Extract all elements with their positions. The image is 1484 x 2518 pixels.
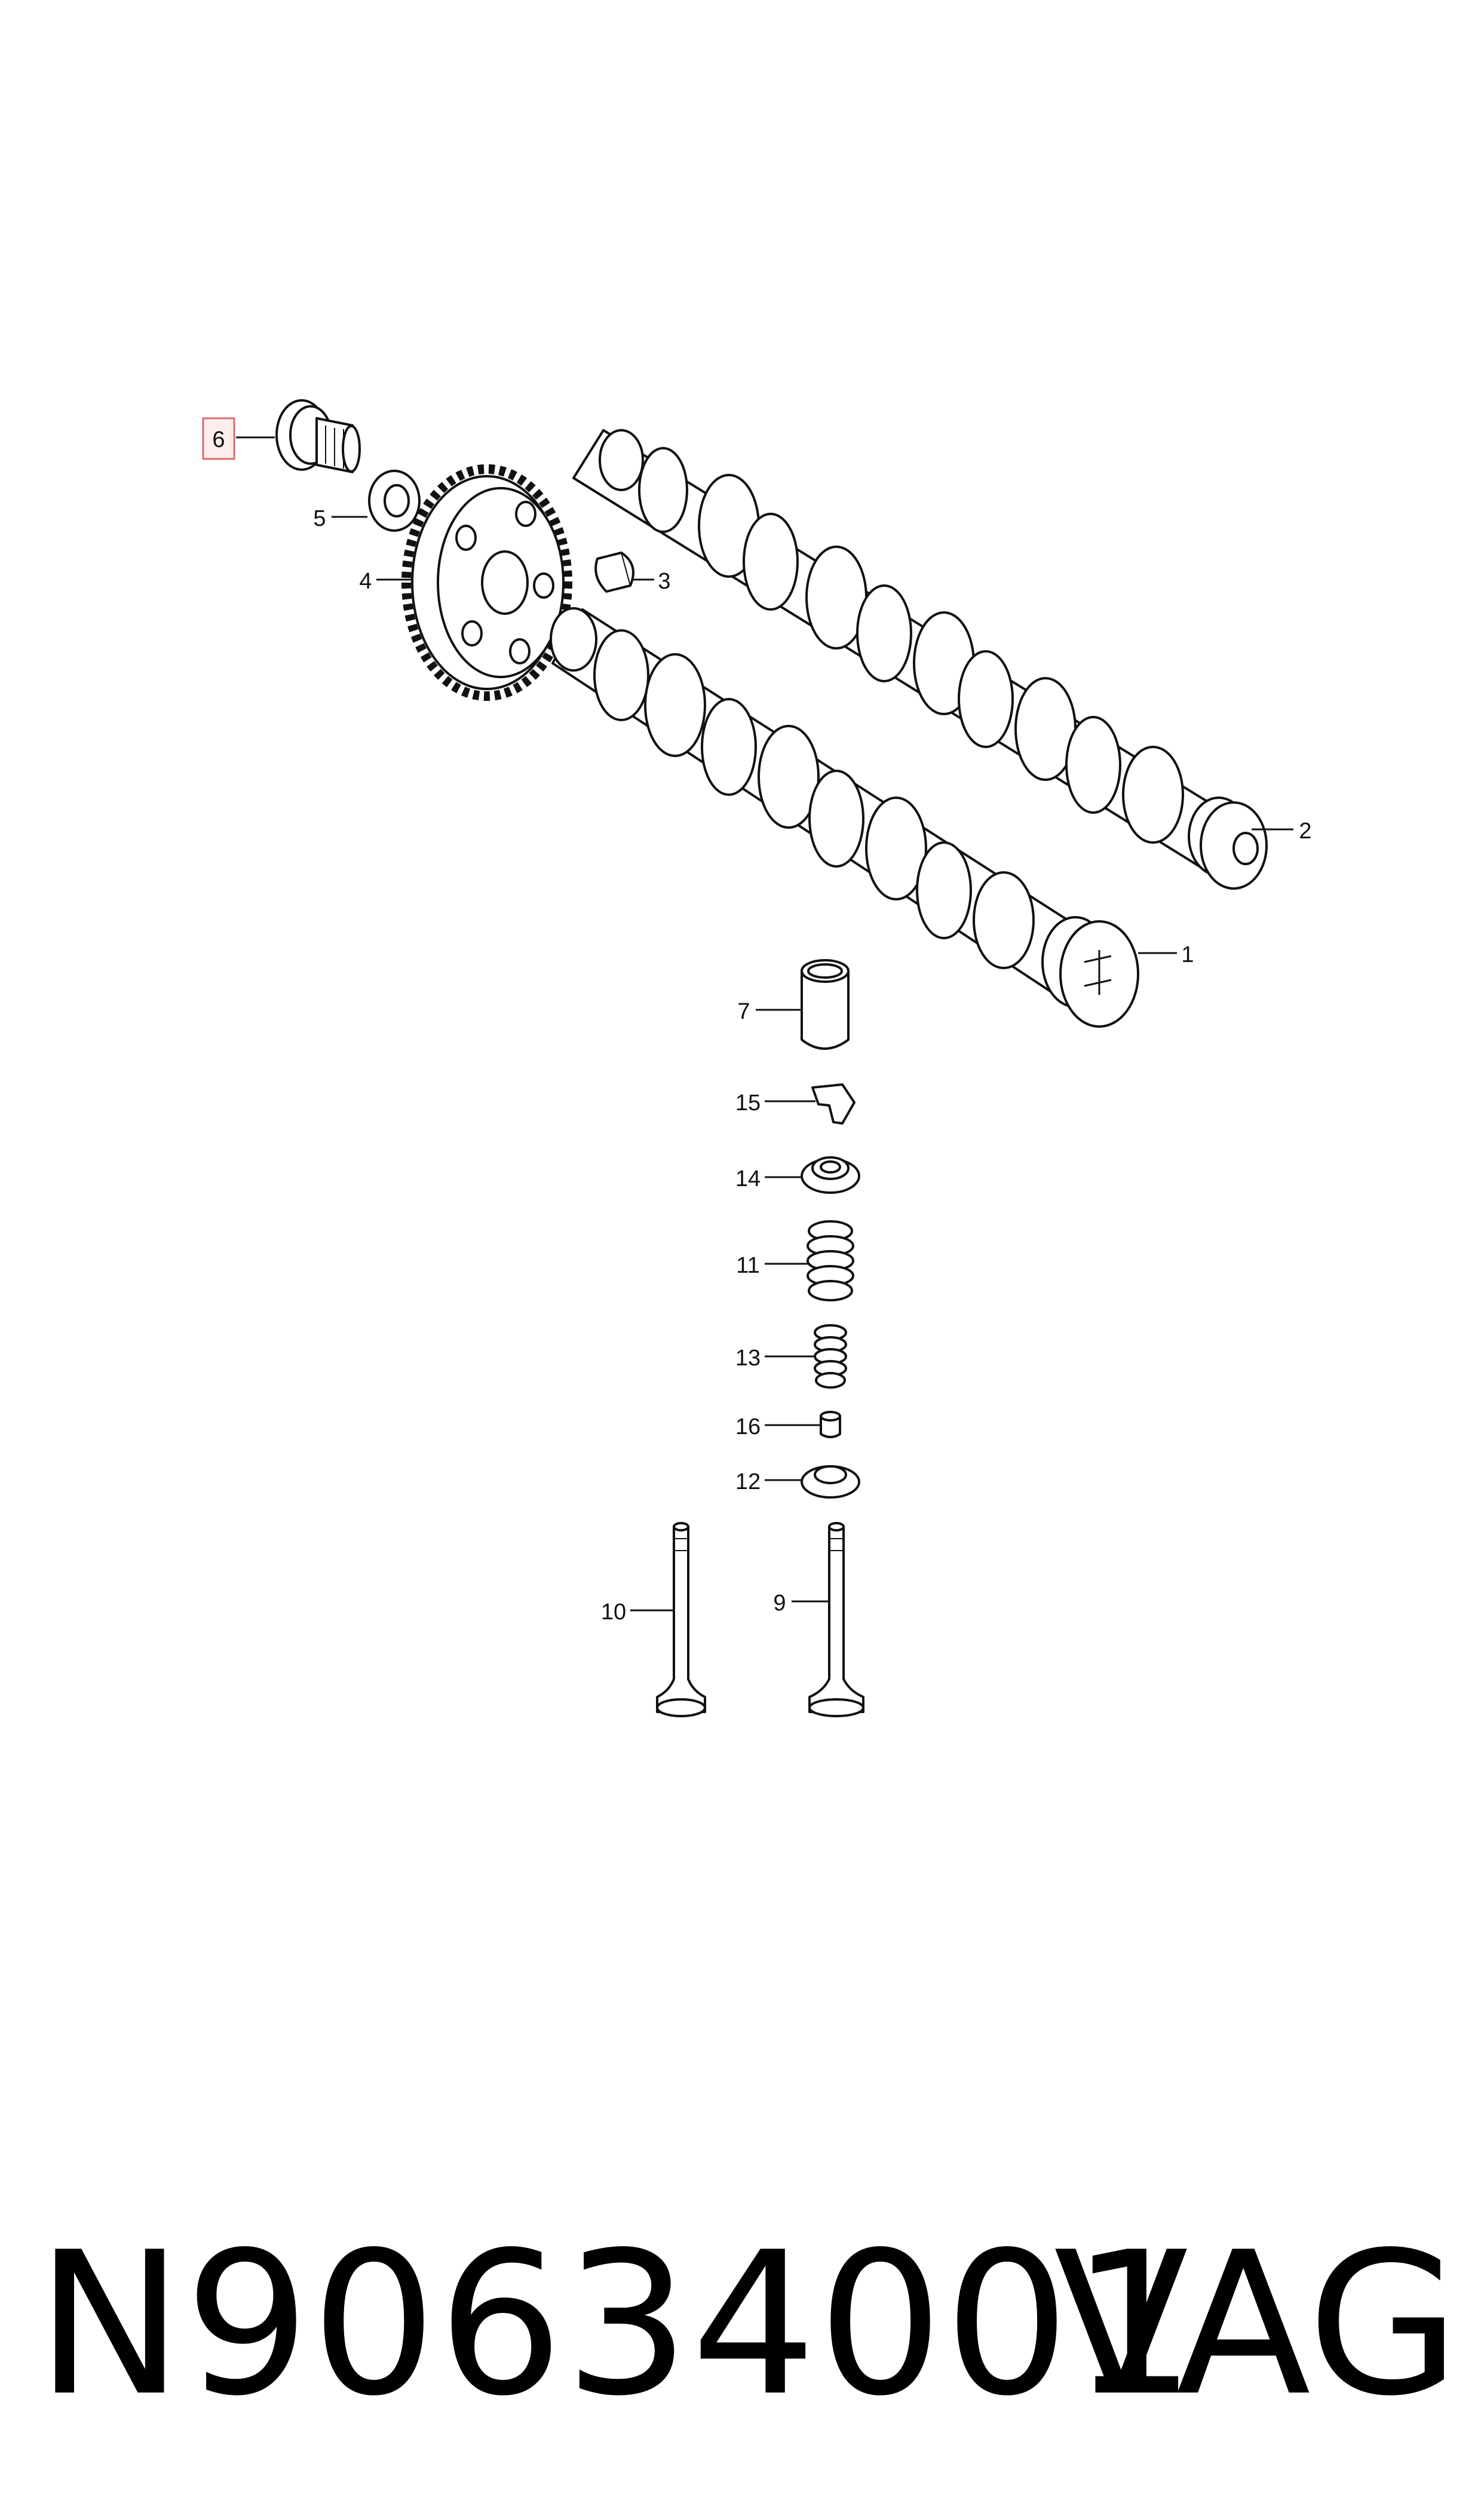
lifter-part-7 bbox=[801, 959, 850, 1050]
callout-1[interactable]: 1 bbox=[1181, 942, 1194, 967]
keeper-part-15 bbox=[811, 1083, 856, 1125]
callout-6[interactable]: 6 bbox=[212, 427, 225, 452]
bolt-part-6 bbox=[275, 399, 361, 473]
camshaft-part-1 bbox=[550, 607, 1139, 1028]
callout-10[interactable]: 10 bbox=[601, 1600, 626, 1625]
camshaft-part-2 bbox=[572, 429, 1268, 890]
part-number: N90634001 bbox=[36, 2210, 1198, 2439]
valve-part-10 bbox=[656, 1522, 706, 1717]
spring-seat-part-12 bbox=[801, 1465, 860, 1499]
callout-5[interactable]: 5 bbox=[313, 506, 326, 531]
footer-caption: N90634001 VAG bbox=[0, 2211, 1484, 2438]
callout-12[interactable]: 12 bbox=[735, 1469, 761, 1494]
valve-part-9 bbox=[808, 1522, 864, 1717]
callout-15[interactable]: 15 bbox=[735, 1090, 761, 1116]
callout-13[interactable]: 13 bbox=[735, 1346, 761, 1371]
seal-part-16 bbox=[820, 1411, 841, 1438]
leader-lines bbox=[236, 436, 1293, 1612]
callout-9[interactable]: 9 bbox=[773, 1591, 786, 1616]
callout-14[interactable]: 14 bbox=[735, 1166, 761, 1191]
sprocket-part-4 bbox=[401, 464, 572, 701]
retainer-part-14 bbox=[801, 1156, 860, 1194]
spring-part-11 bbox=[807, 1220, 854, 1301]
callout-2[interactable]: 2 bbox=[1299, 819, 1311, 844]
brand-name: VAG bbox=[1053, 2210, 1460, 2439]
washer-part-5 bbox=[368, 470, 421, 532]
callout-labels: 6 5 4 3 2 1 7 15 14 11 13 16 12 10 9 bbox=[202, 417, 1312, 1625]
callout-16[interactable]: 16 bbox=[735, 1414, 761, 1439]
callout-7[interactable]: 7 bbox=[737, 999, 750, 1024]
callout-6-highlight bbox=[202, 417, 235, 460]
spring-part-13 bbox=[814, 1324, 847, 1389]
key-part-3 bbox=[594, 552, 634, 593]
callout-3[interactable]: 3 bbox=[658, 569, 670, 594]
callout-11[interactable]: 11 bbox=[736, 1253, 759, 1278]
callout-4[interactable]: 4 bbox=[359, 569, 372, 594]
